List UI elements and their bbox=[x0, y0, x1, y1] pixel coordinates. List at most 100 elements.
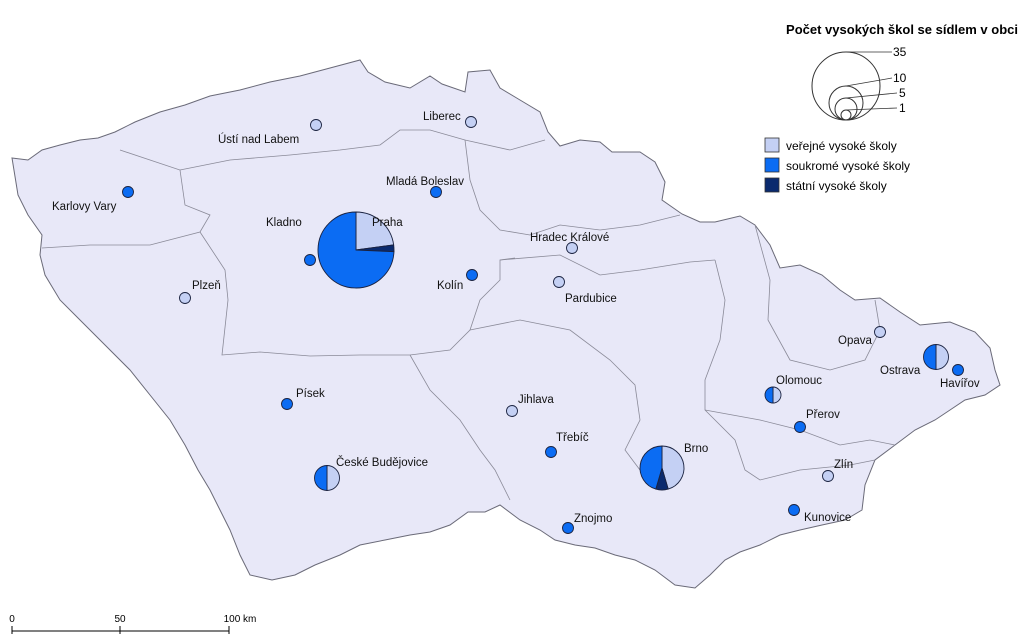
scale-label: 0 bbox=[9, 614, 15, 625]
size-circle-10 bbox=[828, 85, 864, 121]
city-label-znojmo: Znojmo bbox=[574, 513, 612, 525]
city-label-brno: Brno bbox=[684, 443, 708, 455]
region-border bbox=[469, 319, 641, 471]
size-label: 10 bbox=[893, 71, 907, 85]
pie-slice-public bbox=[874, 326, 886, 338]
city-label-opava: Opava bbox=[838, 335, 872, 347]
city-symbol-pisek bbox=[281, 398, 293, 410]
city-symbol-ostrava bbox=[923, 344, 949, 370]
city-symbol-kladno bbox=[304, 254, 316, 266]
scale-label: 50 bbox=[114, 614, 126, 625]
city-label-ostrava: Ostrava bbox=[880, 365, 921, 377]
city-symbol-liberec bbox=[465, 116, 477, 128]
legend-label-private: soukromé vysoké školy bbox=[786, 159, 910, 173]
pie-slice-private bbox=[281, 398, 293, 410]
pie-slice-public bbox=[326, 465, 340, 491]
pie-slice-private bbox=[639, 445, 663, 490]
size-label: 5 bbox=[899, 86, 906, 100]
pie-slice-public bbox=[935, 344, 949, 370]
pie-slice-public bbox=[465, 116, 477, 128]
city-label-kladno: Kladno bbox=[266, 217, 302, 229]
city-label-kolin: Kolín bbox=[437, 280, 463, 292]
pie-slice-public bbox=[179, 292, 191, 304]
city-symbol-kolin bbox=[466, 269, 478, 281]
pie-slice-private bbox=[314, 465, 328, 491]
city-label-praha: Praha bbox=[372, 217, 403, 229]
region-border bbox=[704, 409, 896, 446]
region-border bbox=[704, 259, 876, 481]
city-symbol-usti-nad-labem bbox=[310, 119, 322, 131]
size-leader bbox=[845, 92, 898, 99]
pie-slice-public bbox=[772, 386, 782, 404]
city-label-plzen: Plzeň bbox=[192, 280, 221, 292]
city-symbol-plzen bbox=[179, 292, 191, 304]
pie-slice-public bbox=[822, 470, 834, 482]
legend-swatch-private bbox=[764, 157, 780, 173]
pie-slice-private bbox=[466, 269, 478, 281]
size-leader bbox=[845, 77, 893, 87]
city-label-havirov: Havířov bbox=[940, 378, 980, 390]
city-symbol-kunovice bbox=[788, 504, 800, 516]
city-label-olomouc: Olomouc bbox=[776, 375, 822, 387]
city-symbol-trebic bbox=[545, 446, 557, 458]
city-symbol-zlin bbox=[822, 470, 834, 482]
legend-label-public: veřejné vysoké školy bbox=[786, 139, 897, 153]
city-label-ceske-budejovice: České Budějovice bbox=[336, 456, 428, 469]
pie-slice-public bbox=[661, 445, 685, 490]
size-leader bbox=[845, 107, 898, 111]
legend-swatch-public bbox=[764, 137, 780, 153]
size-label: 35 bbox=[893, 45, 907, 59]
city-label-pisek: Písek bbox=[296, 388, 325, 400]
pie-slice-private bbox=[317, 211, 395, 289]
legend: Počet vysokých škol se sídlem v obci 35 … bbox=[764, 22, 1018, 193]
scale-bar: 0 50 100 km bbox=[9, 614, 256, 634]
city-label-kunovice: Kunovice bbox=[804, 512, 851, 524]
pie-slice-public bbox=[355, 211, 395, 251]
pie-slice-private bbox=[304, 254, 316, 266]
country-outline bbox=[11, 59, 1001, 589]
city-label-trebic: Třebíč bbox=[556, 432, 589, 444]
city-symbol-pardubice bbox=[553, 276, 565, 288]
pie-slice-private bbox=[788, 504, 800, 516]
city-symbol-praha bbox=[317, 211, 395, 289]
size-label: 1 bbox=[899, 101, 906, 115]
region-border bbox=[41, 149, 211, 249]
city-symbol-opava bbox=[874, 326, 886, 338]
size-legend: 35 10 5 1 bbox=[811, 45, 907, 121]
region-border bbox=[409, 354, 511, 501]
pie-slice-private bbox=[764, 386, 774, 404]
region-border bbox=[464, 139, 681, 236]
pie-slice-private bbox=[545, 446, 557, 458]
city-symbol-ceske-budejovice bbox=[314, 465, 340, 491]
city-label-karlovy-vary: Karlovy Vary bbox=[52, 201, 117, 213]
pie-slice-private bbox=[430, 186, 442, 198]
region-border bbox=[499, 254, 716, 276]
legend-label-state: státní vysoké školy bbox=[786, 179, 887, 193]
city-label-liberec: Liberec bbox=[423, 111, 461, 123]
city-label-prerov: Přerov bbox=[806, 409, 840, 421]
city-label-hradec-kralove: Hradec Králové bbox=[530, 232, 609, 244]
pie-slice-private bbox=[952, 364, 964, 376]
pie-slice-public bbox=[310, 119, 322, 131]
size-circle-5 bbox=[834, 97, 858, 121]
city-symbol-mlada-boleslav bbox=[430, 186, 442, 198]
region-border bbox=[199, 231, 516, 357]
legend-title: Počet vysokých škol se sídlem v obci bbox=[786, 22, 1018, 37]
city-label-pardubice: Pardubice bbox=[565, 293, 617, 305]
city-symbol-brno bbox=[639, 445, 685, 491]
pie-slice-public bbox=[506, 405, 518, 417]
pie-slice-private bbox=[923, 344, 937, 370]
legend-swatch-state bbox=[764, 177, 780, 193]
city-label-usti-nad-labem: Ústí nad Labem bbox=[218, 133, 299, 146]
pie-slice-public bbox=[553, 276, 565, 288]
region-border bbox=[179, 129, 546, 171]
city-label-mlada-boleslav: Mladá Boleslav bbox=[386, 176, 464, 188]
city-symbol-znojmo bbox=[562, 522, 574, 534]
category-legend: veřejné vysoké školy soukromé vysoké ško… bbox=[764, 137, 910, 193]
city-symbol-jihlava bbox=[506, 405, 518, 417]
size-circle-1 bbox=[840, 109, 852, 121]
city-label-zlin: Zlín bbox=[834, 459, 853, 471]
pie-slice-private bbox=[562, 522, 574, 534]
